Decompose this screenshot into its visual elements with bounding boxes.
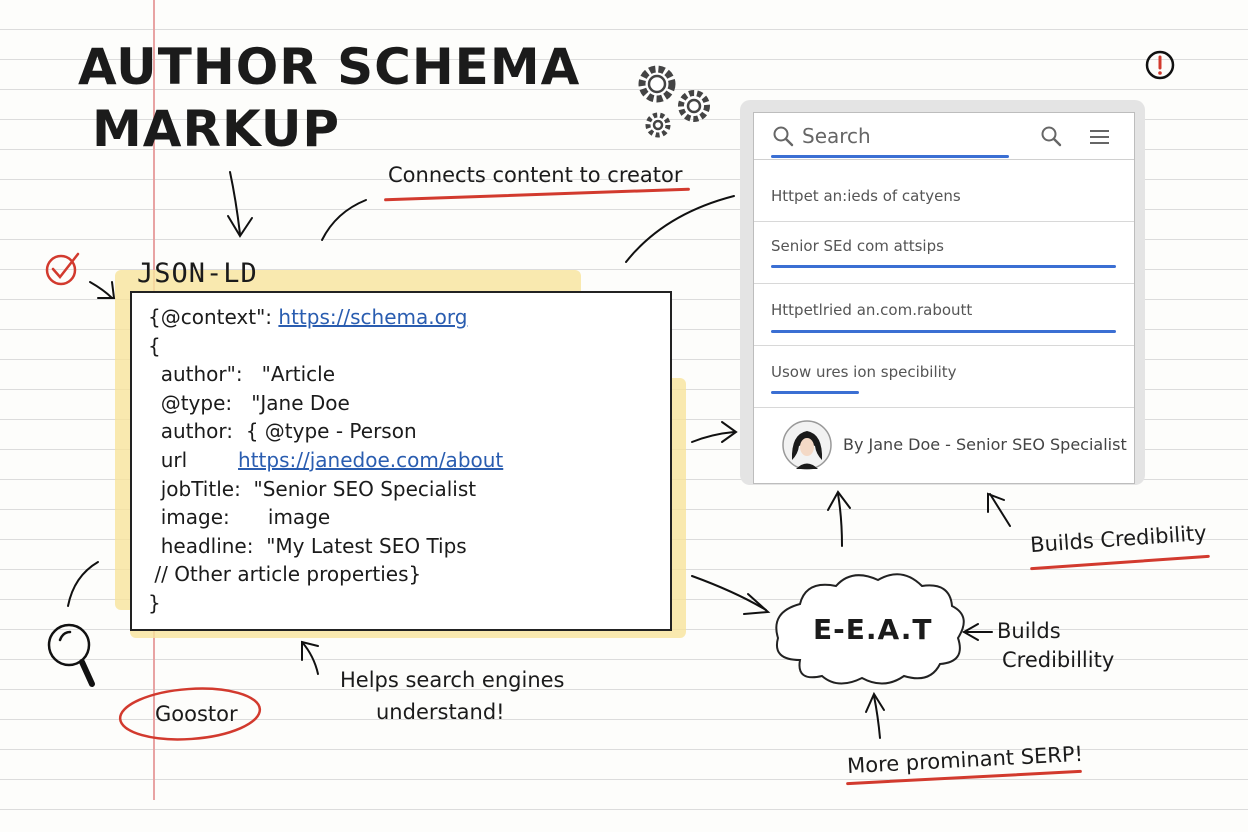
serp-panel: Search Httpet an:ieds of catyens Senior … [753, 112, 1135, 484]
eeat-label: E-E.A.T [813, 613, 933, 646]
callout-builds-1: Builds [997, 619, 1061, 643]
alert-icon [1145, 50, 1175, 80]
arrow [743, 593, 771, 615]
callout-builds-2: Credibillity [1002, 648, 1115, 672]
code-line: jobTitle: "Senior SEO Specialist [148, 476, 477, 501]
search-result[interactable]: Usow ures ion specibility [754, 345, 1134, 408]
arrows [67, 171, 1011, 739]
arrow [691, 431, 735, 443]
code-line: // Other article properties} [148, 562, 422, 587]
arrow [97, 281, 116, 299]
result-title: Httpetlried an.com.raboutt [771, 301, 973, 319]
arrow [321, 199, 367, 241]
arrow [987, 492, 1005, 513]
callout-helps-1: Helps search engines [340, 668, 565, 692]
goostor-circle [118, 687, 262, 741]
code-line: {@context": https://schema.org [148, 303, 467, 332]
arrow [827, 490, 851, 511]
context-link[interactable]: https://schema.org [278, 305, 468, 329]
arrow [691, 575, 767, 611]
arrow [301, 640, 319, 661]
menu-icon[interactable] [1088, 125, 1112, 149]
search-underline [771, 155, 1009, 158]
magnifier-icon [47, 623, 95, 687]
arrow [301, 641, 319, 675]
title-line-2: MARKUP [92, 100, 341, 158]
result-underline [771, 265, 1116, 268]
json-ld-code-box: {@context": https://schema.org { author"… [130, 291, 672, 631]
arrow [837, 493, 843, 547]
arrow [67, 561, 99, 607]
code-line: author": "Article [148, 362, 335, 387]
callout-helps-2: understand! [376, 700, 505, 724]
url-link[interactable]: https://janedoe.com/about [238, 448, 504, 472]
arrow [873, 695, 881, 739]
goostor-label: Goostor [155, 702, 238, 726]
search-input[interactable]: Search [802, 124, 871, 148]
byline-text: By Jane Doe - Senior SEO Specialist [843, 435, 1127, 454]
search-result[interactable]: Httpet an:ieds of catyens [754, 173, 1134, 222]
eeat-cloud [775, 573, 965, 685]
search-result[interactable]: Httpetlried an.com.raboutt [754, 283, 1134, 346]
search-icon [773, 126, 794, 147]
result-title: Senior SEd com attsips [771, 237, 944, 255]
author-byline: By Jane Doe - Senior SEO Specialist [754, 407, 1134, 483]
result-title: Httpet an:ieds of catyens [771, 187, 961, 205]
search-bar[interactable]: Search [754, 113, 1134, 160]
gear-icon [638, 65, 710, 138]
code-text: {@context": [148, 305, 279, 329]
code-line: @type: "Jane Doe [148, 390, 350, 415]
search-icon[interactable] [1040, 125, 1064, 149]
page-title: AUTHOR SCHEMA MARKUP [78, 36, 580, 160]
avatar [782, 420, 832, 470]
code-line: { [148, 333, 161, 358]
result-title: Usow ures ion specibility [771, 363, 957, 381]
result-underline [771, 330, 1116, 333]
arrow [865, 691, 885, 713]
title-line-1: AUTHOR SCHEMA [78, 38, 581, 96]
code-line: author: { @type - Person [148, 419, 417, 444]
json-ld-label: JSON-LD [137, 258, 258, 289]
code-line: headline: "My Latest SEO Tips [148, 533, 467, 558]
code-line: } [148, 591, 161, 615]
arrow [625, 195, 735, 263]
arrow [721, 421, 738, 443]
arrow [229, 171, 241, 235]
callout-connects: Connects content to creator [388, 163, 683, 187]
arrow [89, 281, 113, 299]
result-underline [771, 391, 859, 394]
code-line: image: image [148, 505, 331, 530]
check-icon [45, 252, 80, 286]
arrow [961, 623, 979, 641]
code-line: url https://janedoe.com/about [148, 446, 504, 475]
code-text: url [148, 448, 239, 472]
arrow [989, 493, 1011, 527]
search-result[interactable]: Senior SEd com attsips [754, 221, 1134, 284]
arrow [227, 215, 253, 238]
